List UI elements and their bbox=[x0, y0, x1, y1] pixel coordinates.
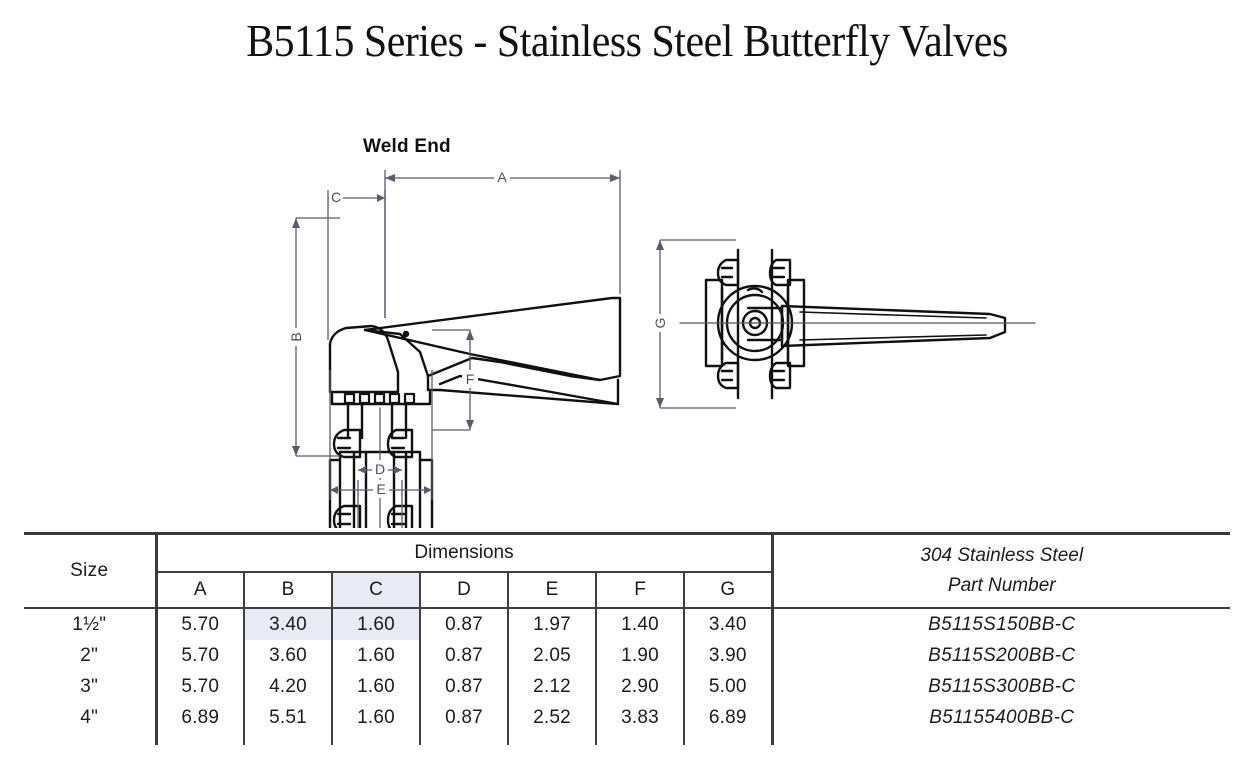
cell-part-number: B5115S200BB-C bbox=[770, 640, 1230, 671]
stub-c bbox=[331, 733, 420, 745]
header-col-e: E bbox=[507, 572, 596, 608]
page-title: B5115 Series - Stainless Steel Butterfly… bbox=[246, 16, 1008, 66]
cell-f: 3.83 bbox=[595, 702, 684, 733]
stub-b bbox=[243, 733, 332, 745]
stub-a bbox=[154, 733, 244, 745]
dimension-label-a: A bbox=[497, 169, 507, 185]
table-header-row-1: Size Dimensions 304 Stainless Steel Part… bbox=[24, 532, 1230, 608]
cell-f: 2.90 bbox=[595, 671, 684, 702]
header-col-a: A bbox=[154, 572, 244, 608]
cell-a: 5.70 bbox=[154, 608, 244, 640]
header-col-f: F bbox=[595, 572, 684, 608]
table-bottom-stub bbox=[24, 733, 1230, 745]
cell-g: 3.40 bbox=[683, 608, 772, 640]
cell-c: 1.60 bbox=[331, 608, 420, 640]
dimension-label-b: B bbox=[288, 332, 304, 341]
cell-d: 0.87 bbox=[419, 702, 508, 733]
header-dimensions: Dimensions bbox=[154, 532, 772, 573]
valve-technical-drawing: A C B F D E G bbox=[288, 168, 1036, 528]
cell-d: 0.87 bbox=[419, 608, 508, 640]
cell-a: 5.70 bbox=[154, 671, 244, 702]
dimension-label-c: C bbox=[331, 189, 341, 205]
cell-e: 1.97 bbox=[507, 608, 596, 640]
cell-c: 1.60 bbox=[331, 671, 420, 702]
stub-part-number bbox=[770, 733, 1230, 745]
header-col-c: C bbox=[331, 572, 420, 608]
table-row: 4" 6.89 5.51 1.60 0.87 2.52 3.83 6.89 B5… bbox=[24, 702, 1230, 733]
cell-d: 0.87 bbox=[419, 671, 508, 702]
stub-d bbox=[419, 733, 508, 745]
weld-end-view-label: Weld End bbox=[363, 136, 451, 157]
part-number-header-line-1: 304 Stainless Steel bbox=[920, 545, 1084, 566]
cell-f: 1.90 bbox=[595, 640, 684, 671]
dimension-label-g: G bbox=[652, 318, 668, 329]
stub-e bbox=[507, 733, 596, 745]
cell-b: 3.40 bbox=[243, 608, 332, 640]
cell-e: 2.12 bbox=[507, 671, 596, 702]
table-row: 3" 5.70 4.20 1.60 0.87 2.12 2.90 5.00 B5… bbox=[24, 671, 1230, 702]
dimension-label-f: F bbox=[466, 371, 475, 387]
cell-b: 4.20 bbox=[243, 671, 332, 702]
cell-part-number: B51155400BB-C bbox=[770, 702, 1230, 733]
cell-b: 3.60 bbox=[243, 640, 332, 671]
stub-f bbox=[595, 733, 684, 745]
dimension-label-e: E bbox=[376, 481, 385, 497]
specification-table: Size Dimensions 304 Stainless Steel Part… bbox=[24, 532, 1230, 745]
dimension-label-d: D bbox=[375, 461, 385, 477]
cell-e: 2.52 bbox=[507, 702, 596, 733]
cell-size: 4" bbox=[80, 706, 99, 728]
cell-c: 1.60 bbox=[331, 702, 420, 733]
cell-d: 0.87 bbox=[419, 640, 508, 671]
specification-table-wrapper: Size Dimensions 304 Stainless Steel Part… bbox=[24, 532, 1230, 745]
cell-size: 2" bbox=[80, 644, 99, 666]
cell-part-number: B5115S150BB-C bbox=[770, 608, 1230, 640]
table-row: 1½" 5.70 3.40 1.60 0.87 1.97 1.40 3.40 B… bbox=[24, 608, 1230, 640]
cell-size: 3" bbox=[80, 675, 99, 697]
stub-size bbox=[24, 733, 156, 745]
header-col-b: B bbox=[243, 572, 332, 608]
header-size: Size bbox=[24, 532, 156, 608]
cell-g: 5.00 bbox=[683, 671, 772, 702]
cell-a: 5.70 bbox=[154, 640, 244, 671]
cell-size: 1½" bbox=[72, 613, 107, 635]
drawing-area: Weld End bbox=[0, 108, 1254, 528]
stub-g bbox=[683, 733, 772, 745]
cell-f: 1.40 bbox=[595, 608, 684, 640]
header-part-number: 304 Stainless Steel Part Number bbox=[770, 532, 1230, 608]
cell-c: 1.60 bbox=[331, 640, 420, 671]
header-col-g: G bbox=[683, 572, 772, 608]
part-number-header-line-2: Part Number bbox=[947, 575, 1056, 596]
table-row: 2" 5.70 3.60 1.60 0.87 2.05 1.90 3.90 B5… bbox=[24, 640, 1230, 671]
cell-a: 6.89 bbox=[154, 702, 244, 733]
cell-b: 5.51 bbox=[243, 702, 332, 733]
cell-g: 3.90 bbox=[683, 640, 772, 671]
cell-g: 6.89 bbox=[683, 702, 772, 733]
cell-e: 2.05 bbox=[507, 640, 596, 671]
table-header-row-2: A B C D E F G bbox=[24, 572, 1230, 608]
header-col-d: D bbox=[419, 572, 508, 608]
cell-part-number: B5115S300BB-C bbox=[770, 671, 1230, 702]
